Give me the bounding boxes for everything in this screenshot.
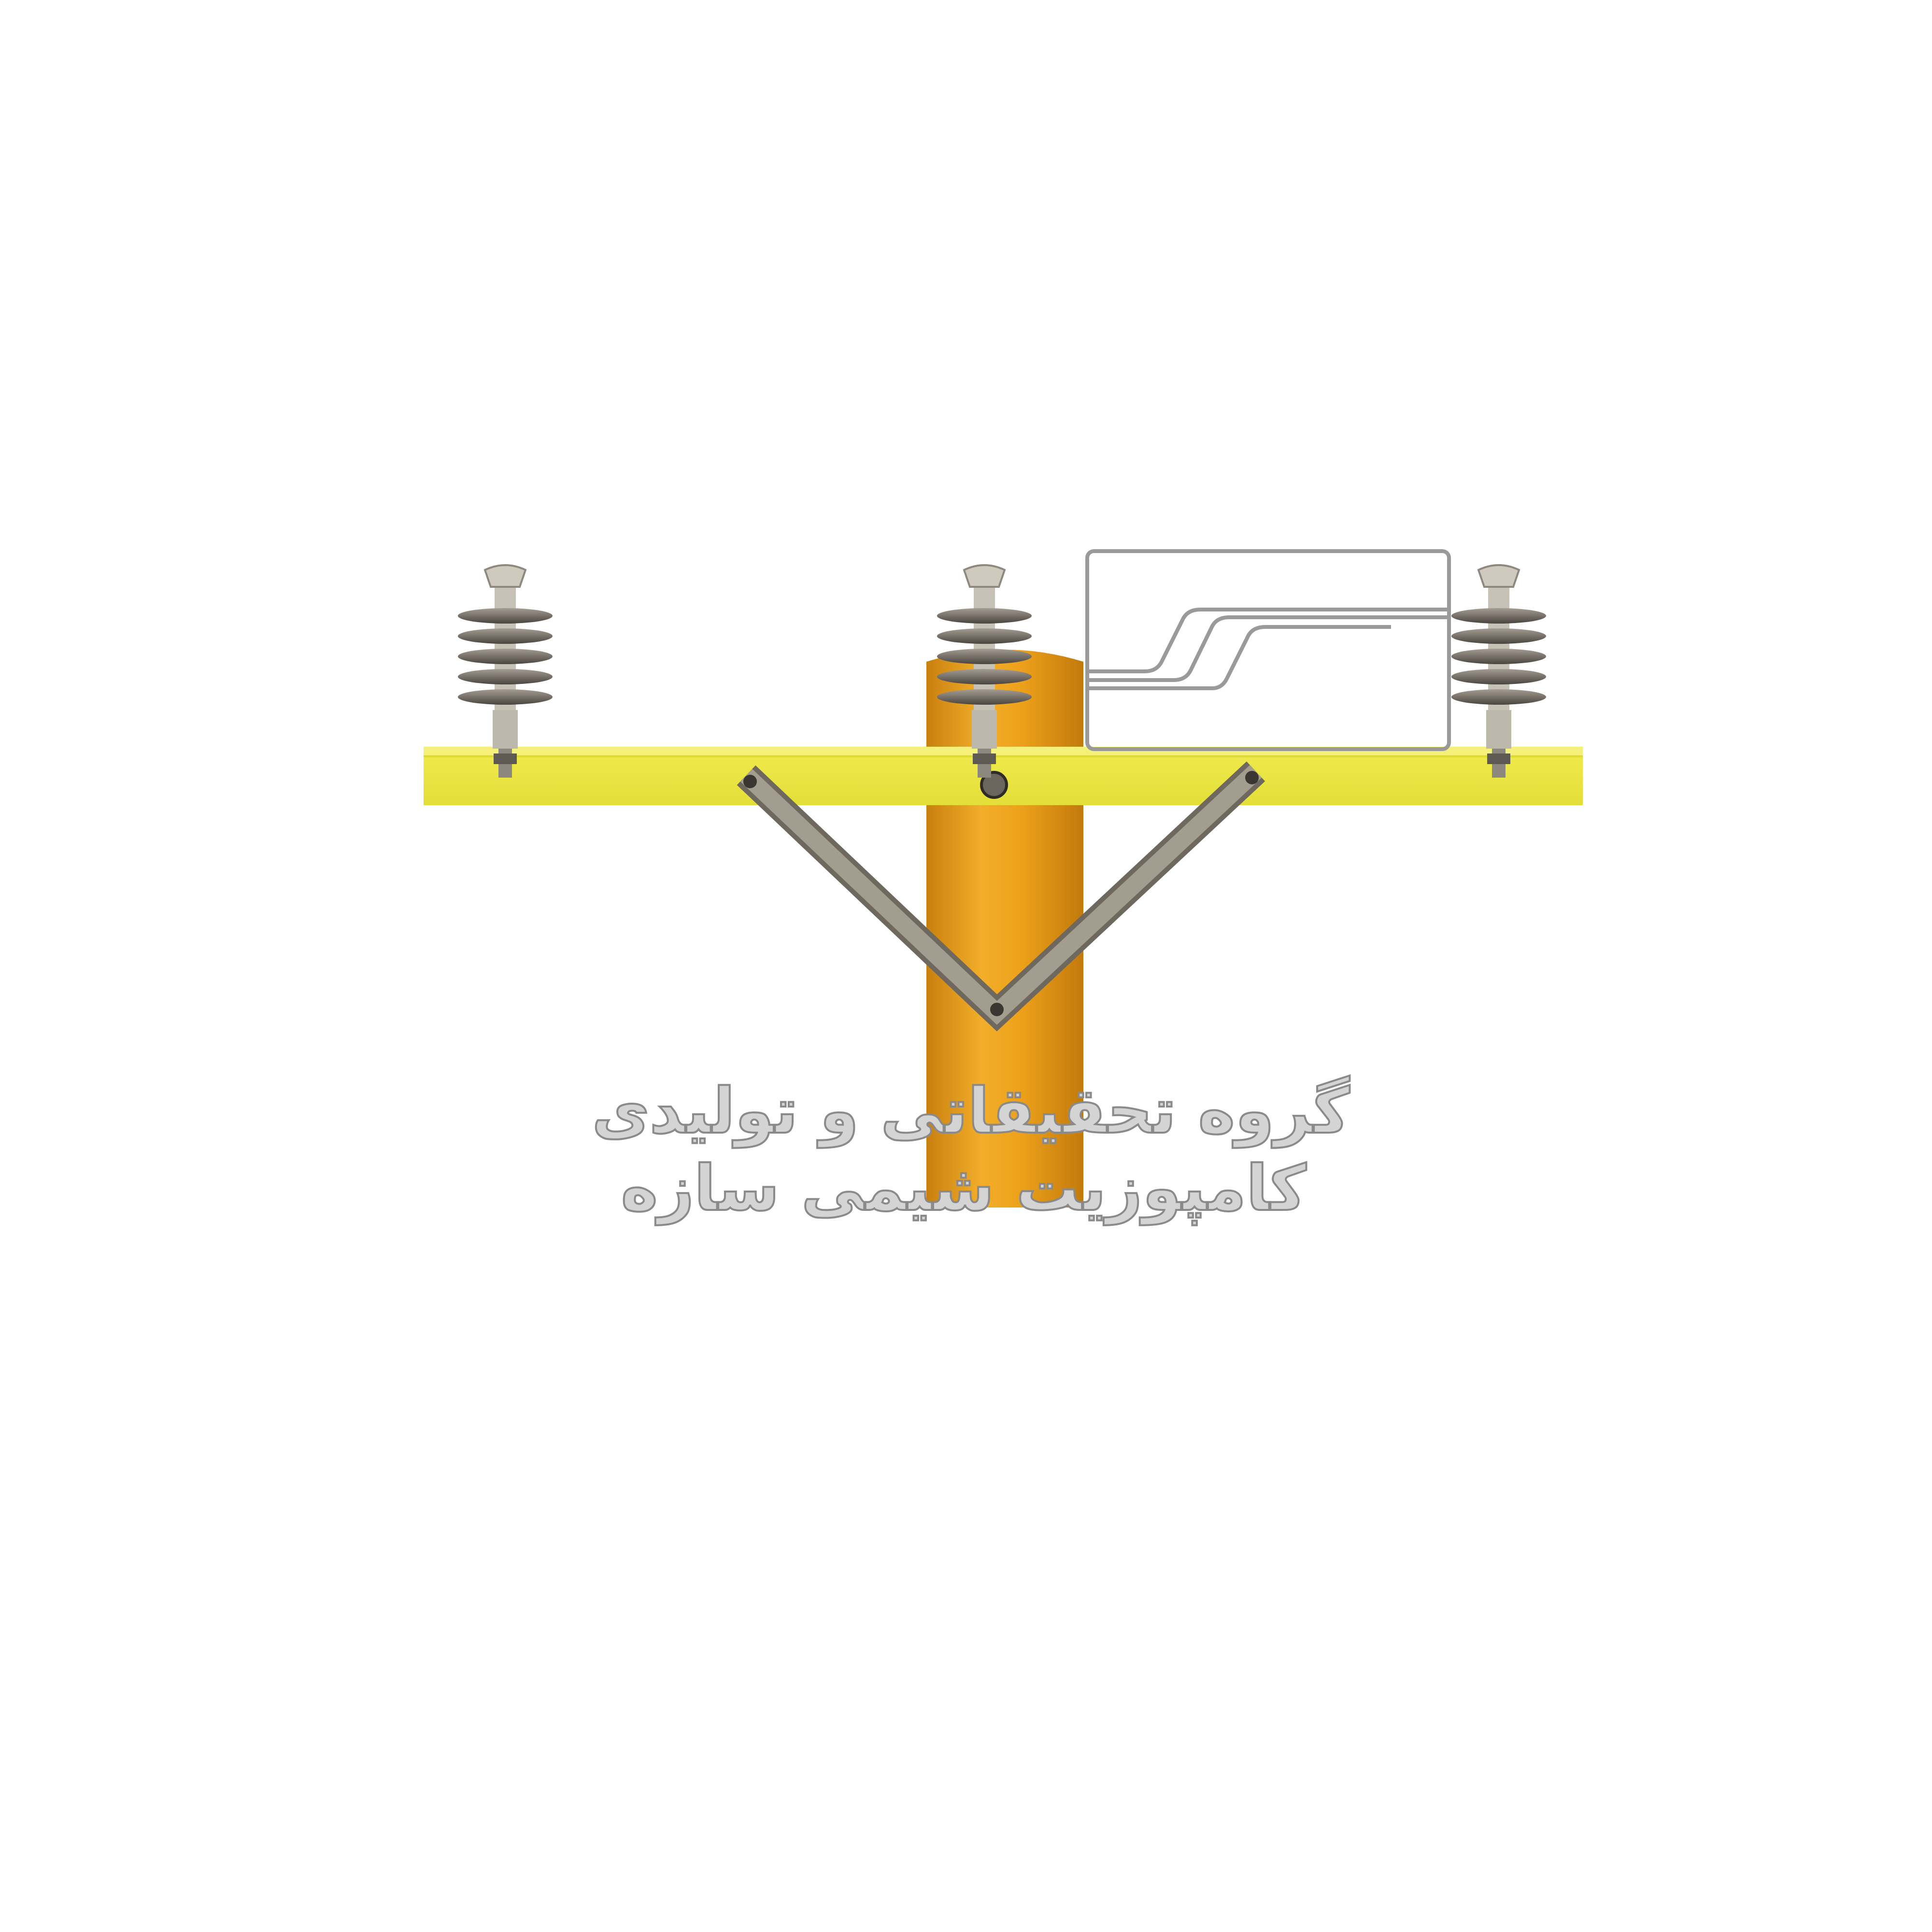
insulator-center <box>937 564 1032 778</box>
watermark-text: گروه تحقیقاتی و تولیدی کامپوزیت شیمی ساز… <box>591 1073 1351 1226</box>
insulator-shed <box>937 689 1032 705</box>
insulator-shed <box>458 689 553 705</box>
insulator-shed <box>458 628 553 644</box>
insulator-shed <box>1451 649 1546 664</box>
bolt-icon <box>990 1003 1004 1016</box>
insulator-shed <box>458 669 553 684</box>
insulator-shed <box>1451 628 1546 644</box>
bolt-icon <box>980 771 1008 799</box>
insulator-right <box>1451 564 1546 778</box>
company-logo <box>1085 549 1451 751</box>
insulator-shed <box>937 628 1032 644</box>
insulator-shed <box>458 649 553 664</box>
insulator-shed <box>1451 669 1546 684</box>
insulator-shed <box>937 608 1032 624</box>
bolt-icon <box>1245 771 1259 784</box>
insulator-shed <box>458 608 553 624</box>
insulator-shed <box>937 669 1032 684</box>
v-brace <box>737 761 1265 1032</box>
insulator-shed <box>937 649 1032 664</box>
watermark-line-1: گروه تحقیقاتی و تولیدی <box>592 1074 1350 1148</box>
insulator-shed <box>1451 608 1546 624</box>
bolt-icon <box>743 775 757 788</box>
insulator-shed <box>1451 689 1546 705</box>
watermark-line-2: کامپوزیت شیمی سازه <box>621 1151 1306 1225</box>
insulator-left <box>458 564 553 778</box>
